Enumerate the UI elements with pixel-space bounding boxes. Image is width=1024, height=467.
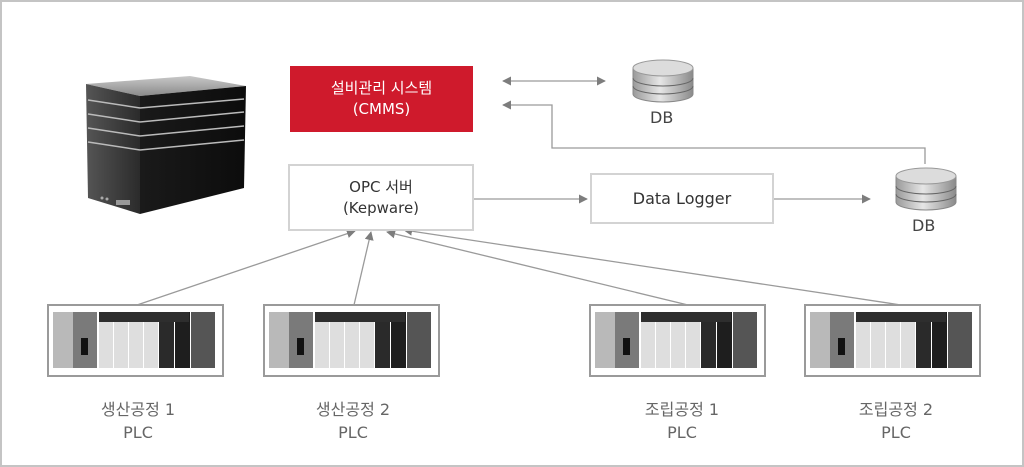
plc-type: PLC [123,423,153,442]
opc-server-box: OPC 서버 (Kepware) [288,164,474,231]
plc-module [375,312,390,368]
opc-server-subtitle: (Kepware) [342,198,420,217]
plc-module [360,312,374,368]
plc-module [129,312,143,368]
plc1-to-opc-arrow [136,229,356,306]
plc-module [269,312,289,368]
plc-module [641,312,655,368]
cmms-title: 설비관리 시스템 [330,79,433,97]
database-icon-top [632,59,694,103]
plc-module [871,312,885,368]
plc-image-3 [589,304,766,377]
plc-module [916,312,931,368]
plc-module [810,312,830,368]
db-right-label: DB [912,216,936,235]
data-logger-box: Data Logger [590,173,774,224]
data-logger-label: Data Logger [632,189,732,208]
plc-connector [623,338,630,355]
plc-module [656,312,670,368]
plc-connector [838,338,845,355]
plc-module [932,312,947,368]
plc-module [686,312,700,368]
plc-label-4: 조립공정 2 PLC [806,398,986,444]
plc-module [175,312,190,368]
plc-label-1: 생산공정 1 PLC [48,398,228,444]
db-to-cmms-arrow [502,100,926,164]
plc-image-2 [263,304,440,377]
plc2-to-opc-arrow [353,231,374,306]
plc-module [114,312,128,368]
plc-module [99,312,113,368]
plc-image-1 [47,304,224,377]
plc-connector [297,338,304,355]
plc-name: 생산공정 2 [315,400,391,419]
cmms-box: 설비관리 시스템 (CMMS) [290,66,473,132]
plc-module [144,312,158,368]
plc-module [330,312,344,368]
plc-module [159,312,174,368]
plc-module [717,312,732,368]
plc-top-bar [856,312,946,322]
plc-module [407,312,431,368]
plc-name: 생산공정 1 [100,400,176,419]
database-icon-right [895,167,957,211]
plc-module [595,312,615,368]
cmms-subtitle: (CMMS) [352,100,411,118]
plc-module [671,312,685,368]
plc-label-3: 조립공정 1 PLC [592,398,772,444]
server-icon [86,76,246,214]
plc-module [733,312,757,368]
db-top-label: DB [650,108,674,127]
plc-module [391,312,406,368]
opc-server-title: OPC 서버 [349,177,413,196]
plc-type: PLC [881,423,911,442]
plc-top-bar [315,312,405,322]
plc-type: PLC [338,423,368,442]
plc-module [315,312,329,368]
plc-type: PLC [667,423,697,442]
plc-name: 조립공정 2 [858,400,934,419]
plc-connector [81,338,88,355]
plc-module [53,312,73,368]
plc-module [191,312,215,368]
plc-module [345,312,359,368]
plc-image-4 [804,304,981,377]
plc4-to-opc-arrow [403,226,902,306]
plc-label-2: 생산공정 2 PLC [263,398,443,444]
plc-module [948,312,972,368]
plc-top-bar [99,312,189,322]
plc3-to-opc-arrow [386,229,689,306]
plc-module [701,312,716,368]
plc-module [901,312,915,368]
plc-name: 조립공정 1 [644,400,720,419]
plc-module [856,312,870,368]
plc-top-bar [641,312,731,322]
plc-module [886,312,900,368]
